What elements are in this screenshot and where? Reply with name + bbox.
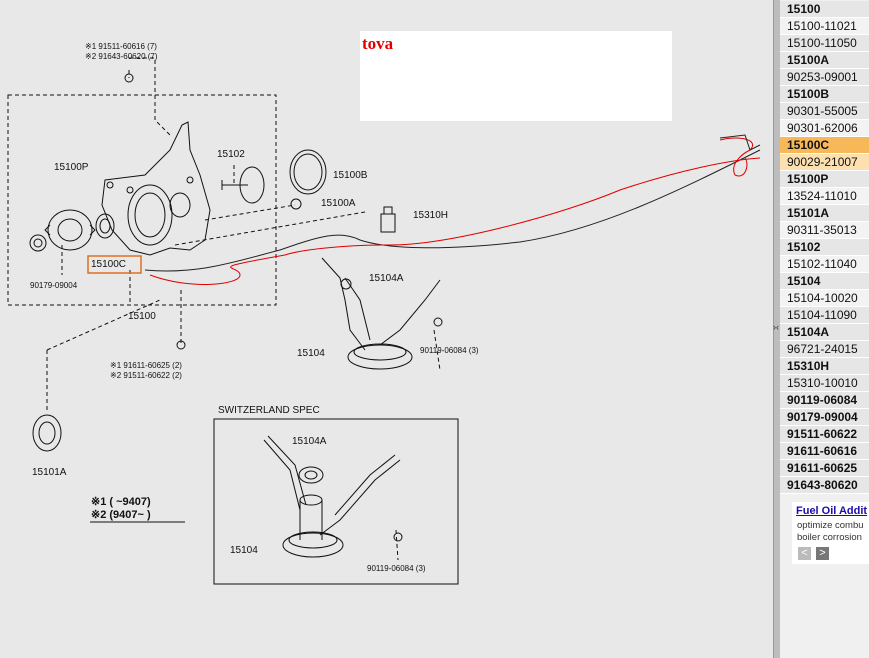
label-15104A: 15104A (369, 273, 404, 284)
ref-bottom-1: ※1 91611-60625 (2) (110, 361, 182, 370)
panel-splitter[interactable] (773, 0, 780, 658)
annotation-text: tova (362, 34, 394, 53)
part-group-row[interactable]: 91643-80620 (780, 477, 869, 494)
part-number-row[interactable]: 90301-62006 (780, 120, 869, 137)
ad-next-button[interactable]: > (816, 547, 829, 560)
part-group-row[interactable]: 90179-09004 (780, 409, 869, 426)
part-group-row[interactable]: 15100C (780, 137, 869, 154)
part-group-row[interactable]: 15104A (780, 324, 869, 341)
ref-top-2: ※2 91643-60620 (7) (85, 52, 158, 61)
ref-top-1: ※1 91511-60616 (7) (85, 42, 157, 51)
ad-panel: Fuel Oil Addit optimize combu boiler cor… (792, 502, 869, 564)
sw-label-15104A: 15104A (292, 436, 327, 447)
switzerland-spec-title: SWITZERLAND SPEC (218, 405, 320, 416)
legend-2: ※2 (9407~ ) (91, 509, 151, 521)
part-group-row[interactable]: 15100B (780, 86, 869, 103)
part-group-row[interactable]: 15100P (780, 171, 869, 188)
part-number-row[interactable]: 15102-11040 (780, 256, 869, 273)
part-number-row[interactable]: 15104-10020 (780, 290, 869, 307)
ref-bottom-2: ※2 91511-60622 (2) (110, 371, 182, 380)
ad-prev-button[interactable]: < (798, 547, 811, 560)
part-group-row[interactable]: 15101A (780, 205, 869, 222)
part-group-row[interactable]: 15310H (780, 358, 869, 375)
part-group-row[interactable]: 91611-60616 (780, 443, 869, 460)
part-number-row[interactable]: 90311-35013 (780, 222, 869, 239)
part-number-row[interactable]: 90301-55005 (780, 103, 869, 120)
parts-diagram: ※1 91511-60616 (7) ※2 91643-60620 (7) 15… (7, 31, 761, 585)
part-group-row[interactable]: 91611-60625 (780, 460, 869, 477)
label-15102: 15102 (217, 149, 245, 160)
part-number-row[interactable]: 90029-21007 (780, 154, 869, 171)
label-15100: 15100 (128, 311, 156, 322)
label-90179: 90179-09004 (30, 281, 78, 290)
diagram-drawing (7, 57, 761, 585)
part-group-row[interactable]: 90119-06084 (780, 392, 869, 409)
part-number-row[interactable]: 15310-10010 (780, 375, 869, 392)
label-15100B: 15100B (333, 170, 368, 181)
label-90119: 90119-06084 (3) (420, 346, 479, 355)
sw-label-15104: 15104 (230, 545, 258, 556)
label-15101A: 15101A (32, 467, 67, 478)
annotation-note: tova (360, 31, 672, 121)
collapse-arrows-icon[interactable]: ›‹ (773, 322, 779, 332)
part-number-row[interactable]: 15100-11050 (780, 35, 869, 52)
part-number-row[interactable]: 13524-11010 (780, 188, 869, 205)
part-number-row[interactable]: 96721-24015 (780, 341, 869, 358)
ad-text-1: optimize combu (797, 520, 864, 531)
label-15100C: 15100C (91, 259, 127, 270)
part-group-row[interactable]: 15100 (780, 1, 869, 18)
part-group-row[interactable]: 91511-60622 (780, 426, 869, 443)
legend-1: ※1 ( ~9407) (91, 496, 151, 508)
sw-label-90119: 90119-06084 (3) (367, 564, 426, 573)
label-15100A: 15100A (321, 198, 356, 209)
part-group-row[interactable]: 15102 (780, 239, 869, 256)
part-number-row[interactable]: 15104-11090 (780, 307, 869, 324)
label-15310H: 15310H (413, 210, 449, 221)
part-number-row[interactable]: 15100-11021 (780, 18, 869, 35)
label-15100P: 15100P (54, 162, 89, 173)
part-group-row[interactable]: 15104 (780, 273, 869, 290)
part-number-row[interactable]: 90253-09001 (780, 69, 869, 86)
label-15104: 15104 (297, 348, 325, 359)
part-group-row[interactable]: 15100A (780, 52, 869, 69)
ad-title-link[interactable]: Fuel Oil Addit (796, 505, 868, 517)
ad-text-2: boiler corrosion (797, 532, 862, 543)
selected-part-box (87, 255, 142, 274)
